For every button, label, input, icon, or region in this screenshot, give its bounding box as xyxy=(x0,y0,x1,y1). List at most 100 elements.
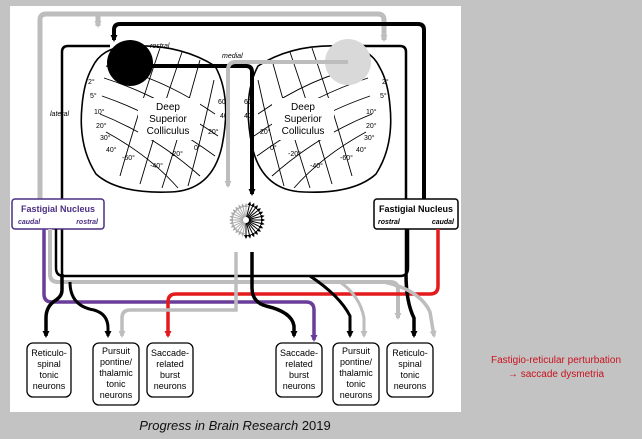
right-tick-5: 5° xyxy=(380,92,387,100)
starburst-ray xyxy=(238,222,246,236)
neuron-box-right-saccade: Saccade- related burst neurons xyxy=(275,342,323,398)
neuron-box-text: neurons xyxy=(340,390,373,400)
left-fastigial-title: Fastigial Nucleus xyxy=(21,204,95,214)
neuron-box-text: Saccade- xyxy=(280,348,318,358)
left-fastigial-black-down xyxy=(54,229,410,278)
starburst-ray xyxy=(235,206,245,218)
starburst-ray xyxy=(248,220,264,229)
starburst-ray xyxy=(246,222,255,238)
left-tick-40: 40° xyxy=(106,146,117,154)
figure-caption: Progress in Brain Research 2019 xyxy=(0,418,470,433)
gray-to-right-reticulo xyxy=(383,280,437,338)
starburst-ray xyxy=(246,222,252,239)
neuron-box-text: thalamic xyxy=(339,368,373,378)
starburst-ray xyxy=(229,215,244,220)
gray-loop-top xyxy=(37,11,388,204)
figure-panel: Deep Superior Colliculus rostral lateral… xyxy=(10,6,461,412)
black-to-left-reticulo xyxy=(42,274,64,338)
purple-fastigial-pathway xyxy=(42,229,318,342)
right-tick-60: 60° xyxy=(244,98,255,106)
starburst-ray xyxy=(248,214,265,220)
black-to-left-pursuit xyxy=(68,281,112,338)
starburst-ray xyxy=(241,222,246,237)
pathway-diagram: Deep Superior Colliculus rostral lateral… xyxy=(11,11,459,406)
right-tick-m40: -40° xyxy=(310,162,323,170)
caption-year: 2019 xyxy=(301,418,331,433)
neuron-box-text: Pursuit xyxy=(342,346,371,356)
neuron-box-text: related xyxy=(156,359,184,369)
starburst-ray xyxy=(230,220,244,228)
right-fastigial-caudal: caudal xyxy=(432,219,455,226)
neuron-box-text: tonic xyxy=(39,370,59,380)
black-to-right-reticulo xyxy=(404,273,418,338)
black-frame-loop-right xyxy=(362,44,408,274)
starburst-ray xyxy=(235,222,245,234)
starburst-ray xyxy=(248,220,265,226)
neuron-box-text: burst xyxy=(289,370,310,380)
left-colliculus-map: Deep Superior Colliculus rostral lateral… xyxy=(50,40,231,193)
neuron-box-text: tonic xyxy=(106,379,126,389)
neuron-box-text: tonic xyxy=(400,370,420,380)
neuron-box-text: neurons xyxy=(154,381,187,391)
gray-collicular-descending xyxy=(224,60,348,188)
neuron-box-text: Pursuit xyxy=(102,346,131,356)
black-to-right-pursuit xyxy=(309,274,354,338)
right-tick-20b: 20° xyxy=(260,128,271,136)
neuron-box-left-pursuit: Pursuit pontine/ thalamic tonic neurons xyxy=(92,342,140,406)
neuron-box-text: neurons xyxy=(100,390,133,400)
starburst-ray xyxy=(246,201,252,218)
left-fastigial-caudal: caudal xyxy=(18,219,41,226)
left-tick-20: 20° xyxy=(96,122,107,130)
left-tick-60: 60° xyxy=(218,98,229,106)
starburst-ray xyxy=(248,208,261,219)
neuron-box-text: spinal xyxy=(398,359,422,369)
starburst-ray xyxy=(247,205,258,218)
neuron-box-text: pontine/ xyxy=(340,357,373,367)
right-tick-m20: -20° xyxy=(288,150,301,158)
starburst-ray xyxy=(230,212,244,220)
left-colliculus-title-3: Colliculus xyxy=(147,126,190,137)
left-colliculus-title-2: Superior xyxy=(149,114,187,125)
side-note-line-1: Fastigio-reticular perturbation xyxy=(490,355,622,366)
starburst-ray xyxy=(246,202,255,218)
right-tick-40: 40° xyxy=(356,146,367,154)
starburst-ray xyxy=(232,209,244,219)
right-tick-0: 0° xyxy=(270,144,277,152)
neuron-box-text: neurons xyxy=(394,381,427,391)
black-to-right-saccade xyxy=(250,252,298,338)
neuron-box-text: tonic xyxy=(346,379,366,389)
left-rostral-label: rostral xyxy=(150,43,170,50)
neuron-box-right-reticulospinal: Reticulo- spinal tonic neurons xyxy=(386,342,434,398)
right-colliculus-title-3: Colliculus xyxy=(282,126,325,137)
starburst-ray xyxy=(247,222,258,235)
right-fastigial-rostral: rostral xyxy=(378,219,401,226)
right-fastigial-title: Fastigial Nucleus xyxy=(379,204,453,214)
neuron-box-text: Reticulo- xyxy=(392,348,428,358)
left-tick-m60: -60° xyxy=(122,154,135,162)
red-fastigial-pathway xyxy=(164,229,440,338)
left-tick-5: 5° xyxy=(90,92,97,100)
left-colliculus-black-site xyxy=(107,40,153,86)
central-starburst xyxy=(229,201,265,239)
side-note-line-2: → saccade dysmetria xyxy=(507,369,605,380)
left-tick-10: 10° xyxy=(94,108,105,116)
neuron-box-text: Saccade- xyxy=(151,348,189,358)
black-collicular-descending xyxy=(130,64,256,196)
right-tick-2: 2° xyxy=(382,78,389,86)
starburst-ray xyxy=(241,203,246,218)
right-tick-m60: -60° xyxy=(340,154,353,162)
left-fastigial-gray-down xyxy=(48,229,402,320)
left-tick-0: 0° xyxy=(194,144,201,152)
black-frame-loop xyxy=(60,44,110,274)
right-colliculus-title-2: Superior xyxy=(284,114,322,125)
neuron-box-text: burst xyxy=(160,370,181,380)
neuron-box-text: pontine/ xyxy=(100,357,133,367)
medial-label: medial xyxy=(222,53,243,60)
left-lateral-label: lateral xyxy=(50,111,70,118)
black-loop-top xyxy=(110,22,426,204)
right-tick-30: 30° xyxy=(364,134,375,142)
caption-journal: Progress in Brain Research xyxy=(139,418,299,433)
neuron-box-text: related xyxy=(285,359,313,369)
right-tick-20: 20° xyxy=(366,122,377,130)
left-tick-m40: -40° xyxy=(150,162,163,170)
